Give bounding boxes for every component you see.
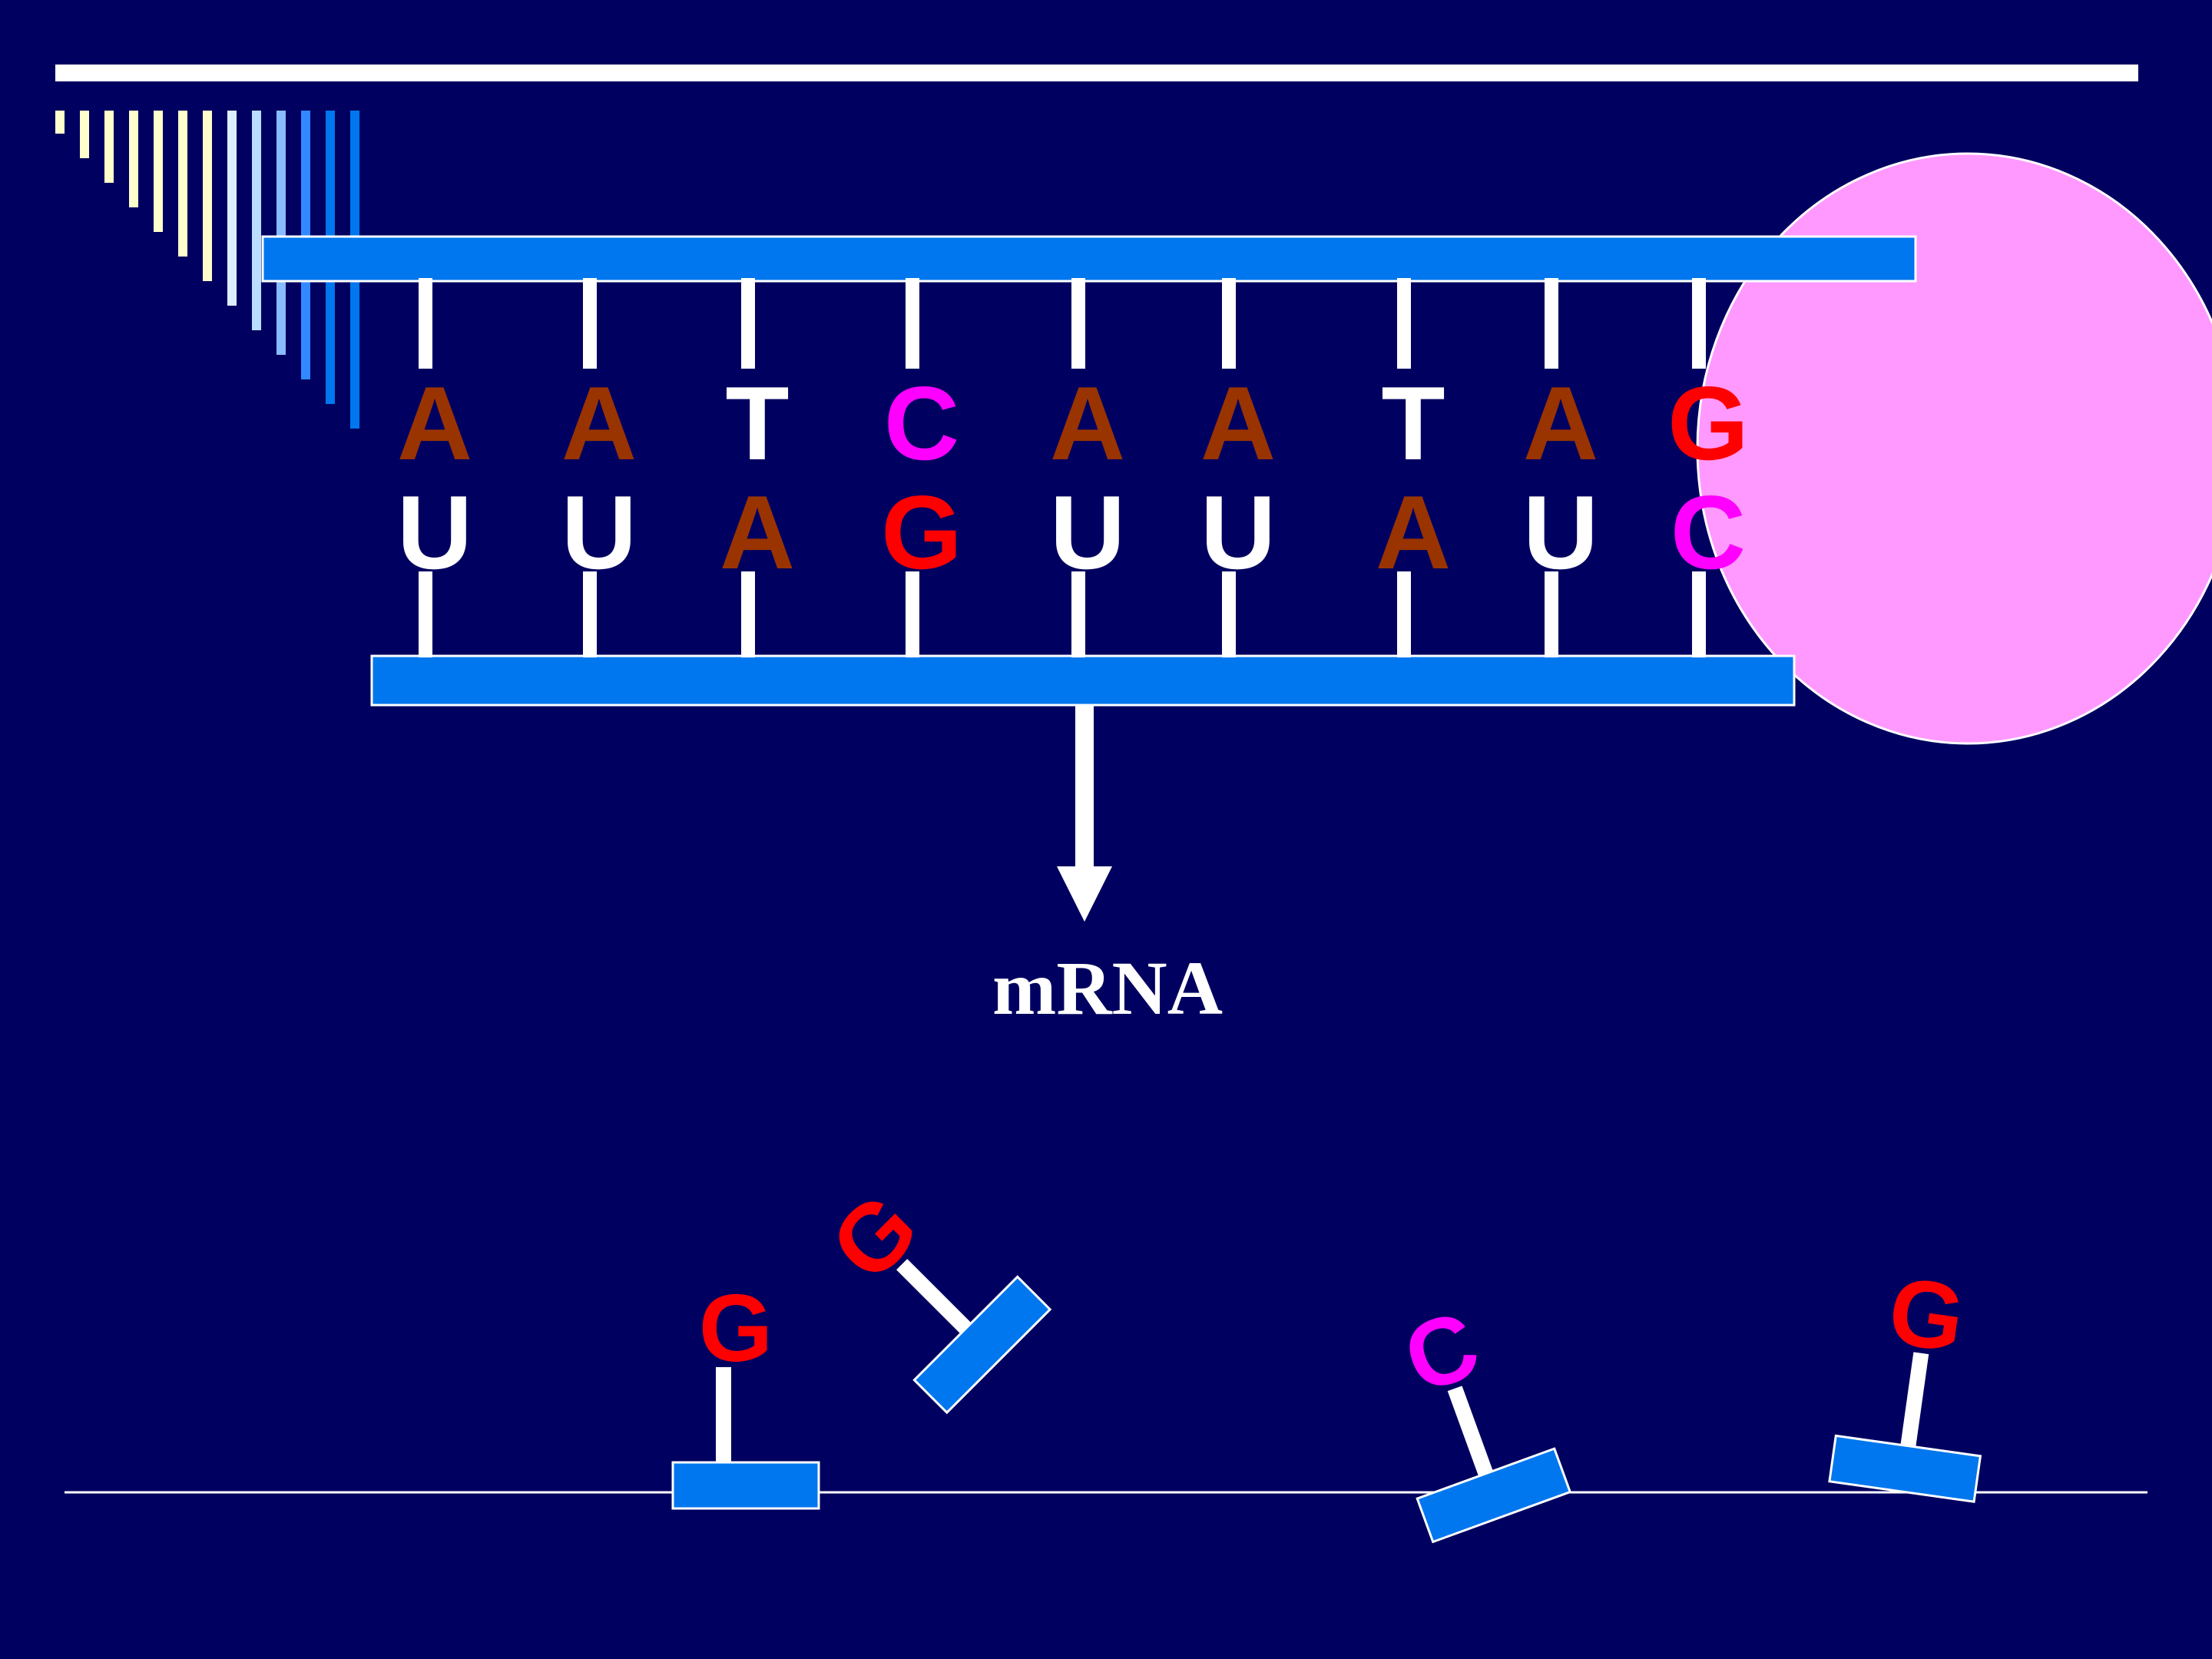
bottom-rung xyxy=(419,571,432,657)
top-rung xyxy=(1071,278,1085,369)
stripe xyxy=(104,111,114,183)
header-rule xyxy=(55,65,2138,81)
nucleotide-block xyxy=(912,1275,1052,1415)
bottom-rung xyxy=(1222,571,1236,657)
dna-base: A xyxy=(1050,365,1125,482)
dna-base: A xyxy=(561,365,637,482)
stripe xyxy=(203,111,212,281)
stripe xyxy=(276,111,286,355)
base-pair: TA xyxy=(1376,278,1451,657)
rna-base: G xyxy=(881,474,962,591)
top-rung xyxy=(1545,278,1558,369)
base-pair: GC xyxy=(1667,278,1749,657)
top-rung xyxy=(906,278,919,369)
base-pair: AU xyxy=(1200,278,1276,657)
dna-top-strand xyxy=(261,235,1917,283)
decorative-stripes xyxy=(55,111,359,429)
bottom-rung xyxy=(1397,571,1411,657)
top-rung xyxy=(1692,278,1706,369)
base-pair: CG xyxy=(881,278,962,657)
base-pair: AU xyxy=(561,278,637,657)
stripe xyxy=(154,111,163,232)
bottom-rung xyxy=(1071,571,1085,657)
base-pair: AU xyxy=(1050,278,1125,657)
top-rung xyxy=(419,278,432,369)
rna-base: U xyxy=(561,474,637,591)
rna-base: U xyxy=(1200,474,1276,591)
arrow-head xyxy=(1057,866,1112,922)
base-pair: TA xyxy=(720,278,795,657)
nucleotide-block xyxy=(1416,1447,1572,1544)
free-nucleotide-4: G xyxy=(1828,1257,1982,1503)
stripe xyxy=(178,111,187,257)
dna-base: A xyxy=(397,365,472,482)
arrow-shaft xyxy=(1075,705,1094,871)
base-pair: AU xyxy=(397,278,472,657)
down-arrow xyxy=(1057,705,1112,922)
nucleotide-base: G xyxy=(699,1276,773,1382)
bottom-rung xyxy=(1692,571,1706,657)
dna-base: A xyxy=(1200,365,1276,482)
free-nucleotide-1: G xyxy=(671,1276,820,1510)
top-rung xyxy=(741,278,755,369)
nucleotide-stem xyxy=(896,1259,973,1336)
mrna-bottom-strand xyxy=(370,654,1796,707)
rna-base: U xyxy=(1050,474,1125,591)
polymerase-blob xyxy=(1696,152,2212,745)
nucleotide-stem xyxy=(716,1367,731,1464)
top-rung xyxy=(583,278,597,369)
dna-base: T xyxy=(1381,365,1445,482)
rna-base: A xyxy=(1376,474,1451,591)
nucleotide-base: G xyxy=(1883,1257,1971,1373)
top-rung xyxy=(1222,278,1236,369)
rna-base: C xyxy=(1671,474,1746,591)
stripe xyxy=(80,111,89,158)
stripe xyxy=(227,111,237,306)
dna-base: A xyxy=(1523,365,1598,482)
nucleotide-stem xyxy=(1900,1352,1929,1449)
rna-base: A xyxy=(720,474,795,591)
bottom-rung xyxy=(583,571,597,657)
stripe xyxy=(55,111,65,134)
bottom-rung xyxy=(1545,571,1558,657)
nucleotide-stem xyxy=(1447,1386,1494,1478)
rna-base: U xyxy=(397,474,472,591)
stripe xyxy=(252,111,261,330)
dna-base: G xyxy=(1667,365,1749,482)
stripe xyxy=(129,111,138,207)
base-pair: AU xyxy=(1523,278,1598,657)
dna-base: C xyxy=(884,365,959,482)
bottom-rung xyxy=(906,571,919,657)
nucleotide-block xyxy=(671,1461,820,1510)
nucleotide-block xyxy=(1828,1434,1982,1503)
rna-base: U xyxy=(1523,474,1598,591)
mrna-label: mRNA xyxy=(992,945,1223,1031)
top-rung xyxy=(1397,278,1411,369)
bottom-rung xyxy=(741,571,755,657)
dna-base: T xyxy=(725,365,789,482)
